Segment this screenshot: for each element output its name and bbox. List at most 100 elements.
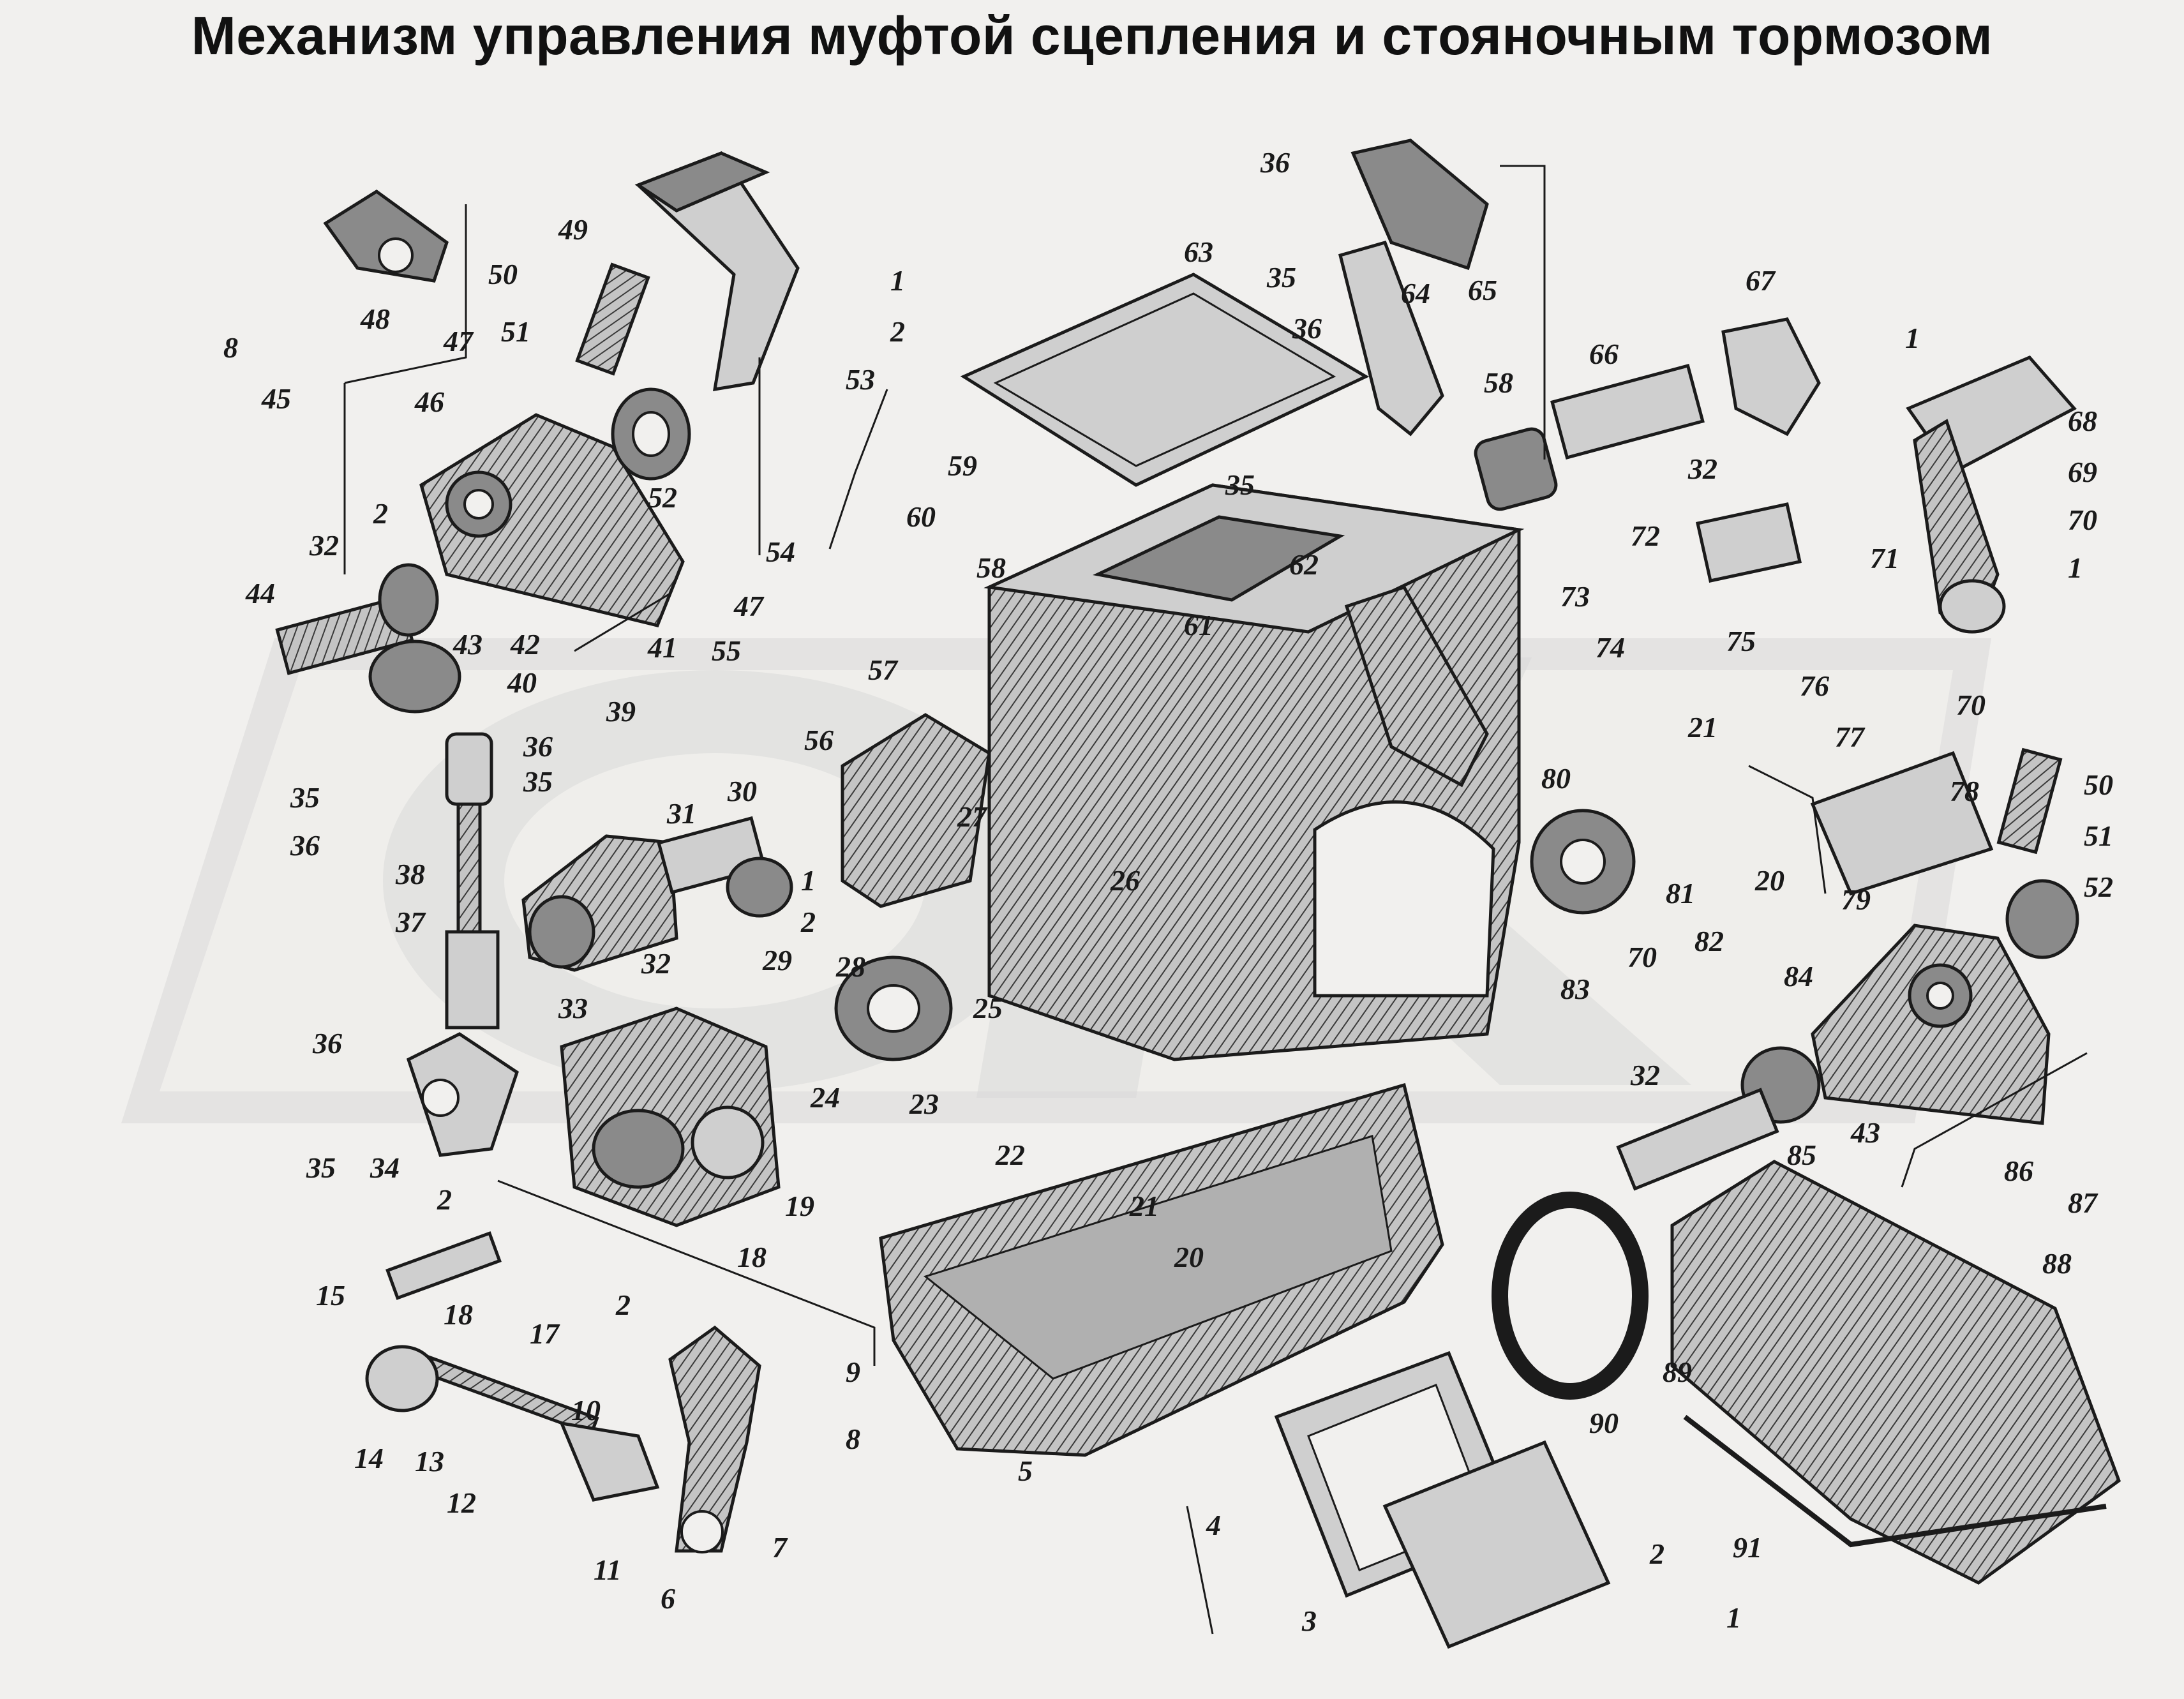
callout-3: 3 <box>1301 1605 1317 1637</box>
bushing-52-right <box>2005 879 2079 959</box>
callout-4: 4 <box>1206 1509 1221 1541</box>
unit-27 <box>841 713 991 908</box>
callout-65: 65 <box>1468 274 1497 306</box>
rod-13 <box>365 1345 660 1502</box>
callout-5: 5 <box>1018 1455 1033 1487</box>
callout-1: 1 <box>801 864 816 897</box>
callout-74: 74 <box>1596 631 1625 664</box>
callout-2: 2 <box>373 497 388 530</box>
bracket-72 <box>1696 502 1802 583</box>
callout-35: 35 <box>290 781 320 814</box>
callout-58: 58 <box>976 551 1006 584</box>
callout-10: 10 <box>571 1394 601 1426</box>
arm-6 <box>668 1325 761 1553</box>
callout-36: 36 <box>312 1027 342 1059</box>
ring-90 <box>1492 1192 1649 1400</box>
valve-31 <box>521 816 793 972</box>
callout-23: 23 <box>909 1088 939 1120</box>
callout-24: 24 <box>810 1081 840 1114</box>
callout-41: 41 <box>647 631 677 664</box>
distributor-19 <box>560 1007 781 1227</box>
callout-59: 59 <box>948 449 977 482</box>
callout-35: 35 <box>1225 468 1255 501</box>
callout-56: 56 <box>804 724 834 756</box>
shaft-44 <box>275 563 439 675</box>
callout-86: 86 <box>2004 1155 2033 1187</box>
callout-13: 13 <box>415 1445 444 1478</box>
callout-64: 64 <box>1401 277 1430 310</box>
callout-70: 70 <box>2068 504 2097 536</box>
callout-34: 34 <box>370 1151 400 1184</box>
plate-79 <box>1810 751 1994 896</box>
callout-27: 27 <box>957 800 988 833</box>
callout-31: 31 <box>666 797 696 830</box>
callout-1: 1 <box>890 264 905 297</box>
callout-43: 43 <box>453 628 482 661</box>
callout-90: 90 <box>1589 1407 1619 1439</box>
callout-72: 72 <box>1631 520 1660 552</box>
callout-46: 46 <box>414 385 444 418</box>
callout-63: 63 <box>1184 236 1213 268</box>
lever-62 <box>1344 585 1489 788</box>
callout-82: 82 <box>1694 925 1724 957</box>
bushing-52 <box>611 387 691 481</box>
callout-36: 36 <box>523 730 553 763</box>
callout-47: 47 <box>443 325 474 357</box>
callout-73: 73 <box>1560 580 1590 613</box>
callout-52: 52 <box>2084 871 2113 903</box>
callout-38: 38 <box>395 858 425 890</box>
callout-78: 78 <box>1950 775 1979 807</box>
lever-64 <box>1338 240 1444 437</box>
callout-49: 49 <box>558 213 588 246</box>
bolt-18 <box>385 1231 502 1300</box>
callout-42: 42 <box>510 628 540 661</box>
callout-75: 75 <box>1726 625 1756 657</box>
callout-51: 51 <box>501 315 530 348</box>
callout-21: 21 <box>1129 1190 1159 1222</box>
callout-81: 81 <box>1666 877 1695 909</box>
callout-89: 89 <box>1663 1356 1692 1388</box>
callout-50: 50 <box>2084 768 2113 801</box>
callout-85: 85 <box>1787 1139 1816 1171</box>
callout-35: 35 <box>306 1151 336 1184</box>
callout-36: 36 <box>1260 146 1290 179</box>
pedal-lever-49 <box>634 151 800 392</box>
callout-9: 9 <box>846 1356 860 1388</box>
shaft-66 <box>1550 364 1705 460</box>
callout-29: 29 <box>762 944 792 977</box>
callout-2: 2 <box>800 906 816 938</box>
callout-45: 45 <box>261 382 291 415</box>
callout-28: 28 <box>835 950 865 983</box>
callout-17: 17 <box>530 1317 560 1350</box>
callout-71: 71 <box>1870 542 1899 574</box>
callout-labels: 1 2 63 36 35 36 64 65 67 1 66 58 68 69 7… <box>223 146 2113 1637</box>
callout-69: 69 <box>2068 456 2097 488</box>
callout-55: 55 <box>712 634 741 667</box>
callout-77: 77 <box>1835 721 1866 753</box>
shaft-85 <box>1616 1088 1779 1191</box>
callout-6: 6 <box>661 1582 675 1615</box>
callout-66: 66 <box>1589 338 1619 370</box>
callout-62: 62 <box>1289 548 1319 581</box>
callout-1: 1 <box>1726 1601 1741 1634</box>
callout-7: 7 <box>772 1531 788 1564</box>
cover-3 <box>1382 1440 1611 1649</box>
callout-44: 44 <box>245 577 275 610</box>
callout-50: 50 <box>488 258 518 290</box>
callout-43: 43 <box>1850 1116 1880 1149</box>
callout-80: 80 <box>1541 762 1571 795</box>
callout-8: 8 <box>846 1423 860 1455</box>
callout-2: 2 <box>437 1183 452 1216</box>
callout-26: 26 <box>1110 864 1140 897</box>
bushing-58 <box>1474 427 1558 511</box>
callout-79: 79 <box>1841 883 1871 916</box>
callout-83: 83 <box>1560 973 1590 1005</box>
lever-34 <box>406 1032 519 1157</box>
callout-1: 1 <box>2068 551 2083 584</box>
callout-57: 57 <box>868 654 899 686</box>
rod-38 <box>445 732 500 1029</box>
callout-51: 51 <box>2084 820 2113 852</box>
callout-21: 21 <box>1687 711 1717 744</box>
callout-22: 22 <box>995 1139 1025 1171</box>
